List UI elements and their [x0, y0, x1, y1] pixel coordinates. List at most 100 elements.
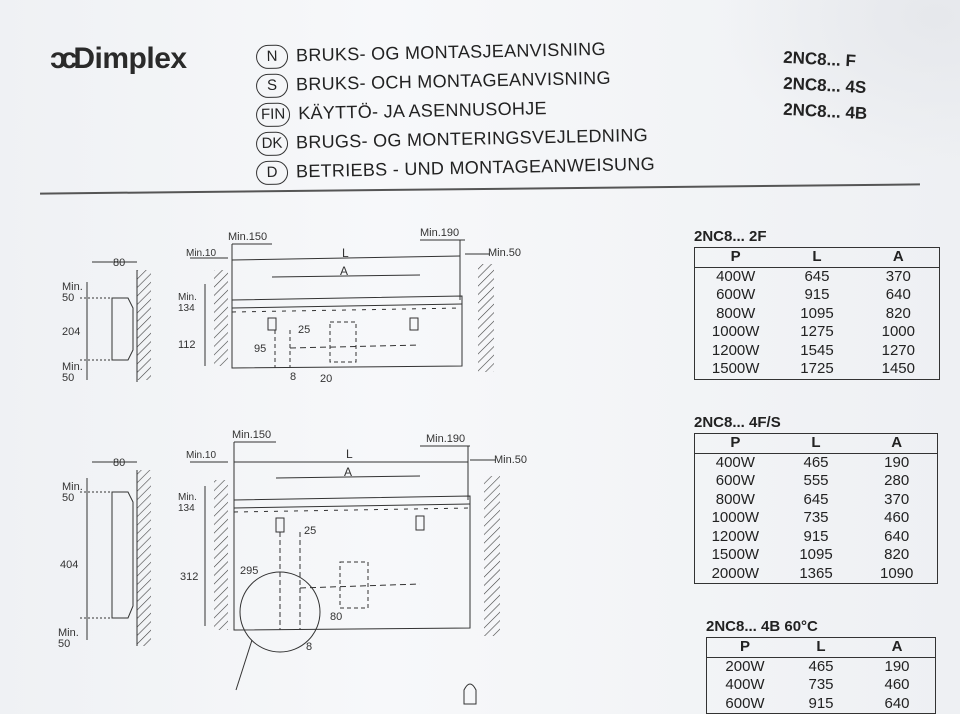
- header-cell: A: [891, 434, 903, 451]
- dim-204: 204: [62, 326, 80, 338]
- table-title: 2NC8... 4F/S: [694, 414, 781, 431]
- table-row: 600W 915 640: [695, 286, 939, 305]
- dim-min-50-right: Min.50: [494, 454, 527, 466]
- dim-line: [271, 274, 421, 278]
- cell: 2000W: [711, 564, 760, 582]
- center-line: [289, 344, 421, 349]
- control-outline: [329, 321, 357, 363]
- cell: 1090: [879, 564, 914, 582]
- cell: 400W: [725, 676, 765, 693]
- cell: 465: [803, 453, 829, 471]
- cell: 1095: [800, 304, 834, 322]
- dim-95: 95: [254, 343, 266, 355]
- header-cell: P: [730, 248, 741, 265]
- cell: 820: [884, 546, 910, 563]
- heater-side-profile: [111, 297, 134, 361]
- cell: 1545: [800, 341, 834, 359]
- center-line: [299, 583, 421, 589]
- table-title: 2NC8... 2F: [694, 228, 767, 245]
- cell: 915: [804, 286, 830, 303]
- dim-min-190: Min.190: [420, 227, 459, 239]
- dim-112: 112: [178, 339, 196, 351]
- table-title: 2NC8... 4B 60°C: [706, 618, 818, 635]
- cell: 1270: [881, 341, 915, 359]
- cell: 555: [803, 472, 829, 489]
- header-cell: L: [811, 434, 821, 451]
- wall-hatch: [478, 264, 494, 372]
- dim-min-50-top: Min.50: [62, 481, 83, 504]
- dim-20: 20: [320, 373, 332, 385]
- detail-circle: [239, 571, 321, 653]
- heater-grille-line: [231, 307, 463, 313]
- cell: 1095: [799, 546, 833, 563]
- cell: 735: [803, 509, 829, 526]
- dim-line: [275, 475, 421, 479]
- drawing-bottom: 80 Min.50 404 Min.50 Min.10 Min.150 Min.…: [58, 429, 527, 705]
- dim-25: 25: [298, 324, 310, 336]
- dim-min-150: Min.150: [228, 231, 267, 243]
- dim-min-134: Min.134: [178, 292, 197, 314]
- cell: 465: [808, 657, 834, 675]
- cell: 1500W: [711, 360, 760, 377]
- cell: 400W: [716, 267, 756, 285]
- heater-side-profile: [111, 491, 134, 619]
- cell: 915: [808, 694, 834, 712]
- table-row: 1000W 735 460: [695, 509, 937, 528]
- cell: 200W: [725, 657, 765, 675]
- torn-corner: [720, 0, 960, 170]
- cell: 820: [885, 304, 911, 322]
- heater-front: [233, 495, 471, 631]
- heater-front: [231, 295, 463, 369]
- cell: 915: [803, 527, 829, 545]
- cell: 1450: [881, 360, 915, 377]
- dim-min-50-top: Min.50: [62, 281, 83, 304]
- cell: 735: [808, 676, 834, 693]
- dim-8: 8: [290, 371, 296, 383]
- heater-grille-line: [231, 303, 463, 309]
- dim-min-134: Min.134: [178, 492, 197, 514]
- dim-min-150: Min.150: [232, 429, 271, 441]
- wall-hatch: [484, 476, 500, 636]
- cell: 800W: [715, 490, 755, 508]
- cell: 640: [884, 694, 910, 712]
- heater-grille-line: [233, 503, 471, 509]
- dim-80: 80: [113, 257, 125, 269]
- dim-L: L: [346, 447, 353, 461]
- header-cell: L: [816, 638, 826, 655]
- cell: 400W: [715, 453, 755, 471]
- wall-hatch: [214, 270, 228, 366]
- cell: 460: [884, 509, 910, 526]
- table-header: P L A: [695, 248, 939, 268]
- dim-A: A: [340, 264, 348, 278]
- cell: 1000W: [711, 509, 760, 526]
- dimplex-logo: ɔc Dimplex: [50, 42, 187, 76]
- dim-404: 404: [60, 559, 78, 571]
- drawing-top: 80 Min.50 204 Min.50 Min.10 Min.150 Min.…: [62, 227, 521, 385]
- dim-line: [231, 255, 461, 261]
- wall-hatch: [137, 470, 151, 646]
- dim-8: 8: [306, 641, 312, 653]
- cell: 600W: [716, 286, 756, 303]
- cell: 645: [803, 490, 829, 508]
- dim-A: A: [344, 465, 352, 479]
- dim-80-vertical: 80: [330, 611, 342, 623]
- cell: 1200W: [711, 527, 760, 545]
- cell: 640: [885, 286, 911, 303]
- cell: 645: [804, 267, 830, 285]
- control-outline: [339, 561, 369, 609]
- dim-L: L: [342, 246, 349, 260]
- header-cell: A: [892, 248, 904, 265]
